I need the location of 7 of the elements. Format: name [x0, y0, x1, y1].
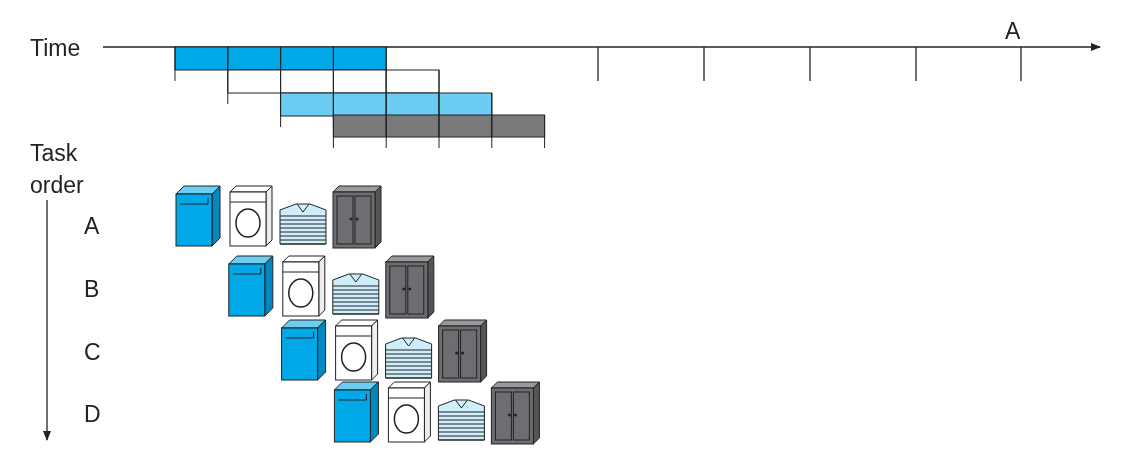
row-label: B: [84, 275, 100, 304]
axis-label: Task order: [30, 139, 85, 200]
axis-label: A: [1005, 17, 1021, 46]
row-label: C: [84, 338, 101, 367]
axis-label: Time: [30, 34, 81, 63]
row-label: A: [84, 212, 100, 241]
row-label: D: [84, 400, 101, 429]
